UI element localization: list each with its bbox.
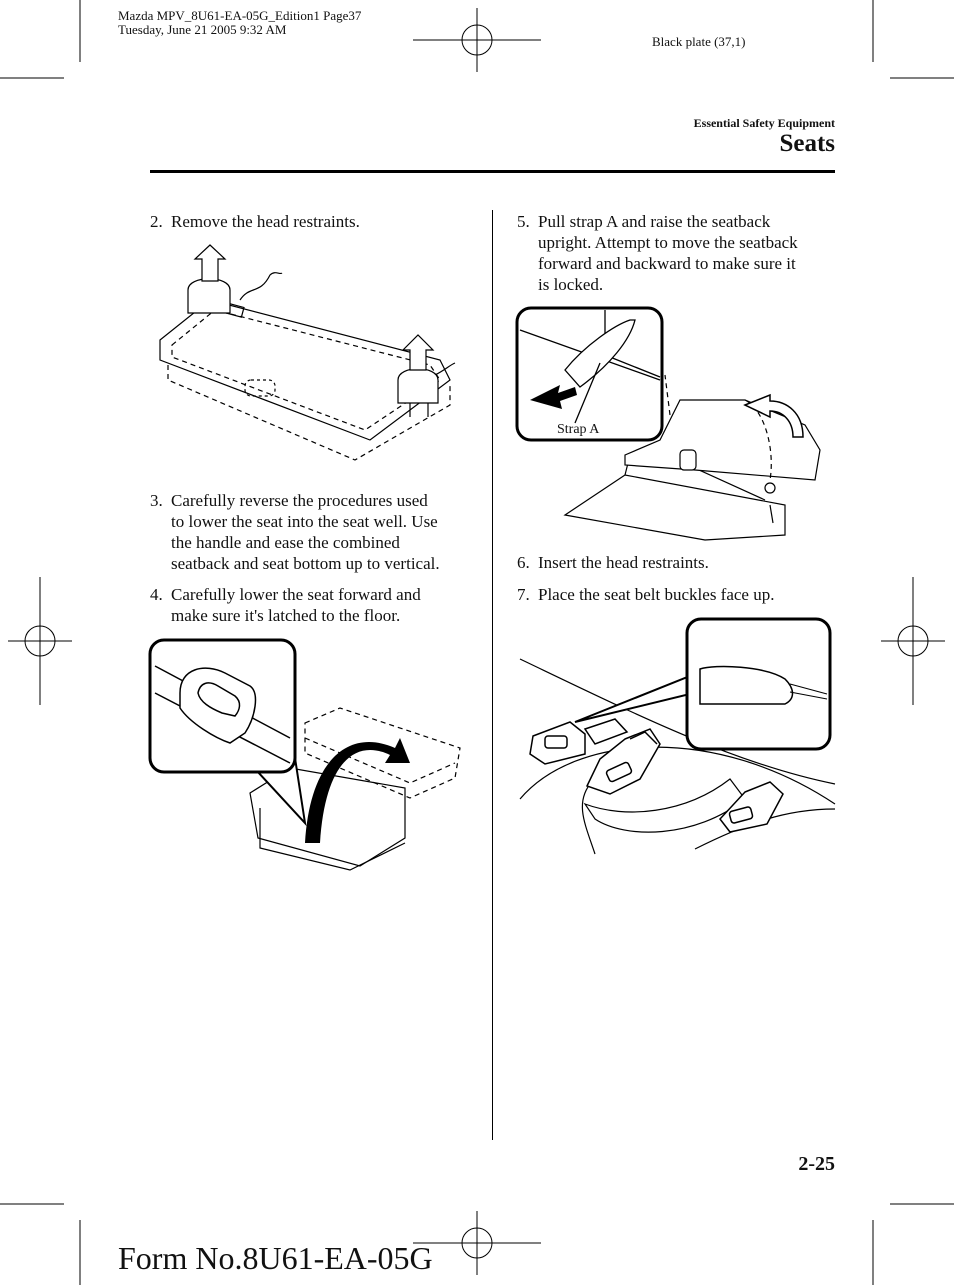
step-number: 7. — [517, 585, 530, 604]
step-number: 3. — [150, 491, 163, 510]
buckle-left — [529, 718, 629, 765]
figure-remove-head-restraints — [159, 244, 456, 461]
step-text-line: to lower the seat into the seat well. Us… — [171, 512, 438, 531]
step-text-line: seatback and seat bottom up to vertical. — [171, 554, 440, 573]
step-3: 3. Carefully reverse the procedures used… — [150, 490, 480, 578]
figure-seat-belt-buckles — [519, 617, 836, 855]
step-2: 2. Remove the head restraints. — [150, 211, 480, 233]
buckle-inset — [574, 617, 832, 751]
figure-lower-seat-forward — [148, 638, 461, 871]
step-number: 6. — [517, 553, 530, 572]
step-text-line: Carefully lower the seat forward and — [171, 585, 421, 604]
step-6: 6. Insert the head restraints. — [517, 552, 837, 574]
column-divider — [492, 210, 493, 1140]
print-meta-line-2: Tuesday, June 21 2005 9:32 AM — [118, 22, 287, 37]
headrest-right — [397, 334, 439, 417]
form-number: Form No.8U61-EA-05G — [118, 1240, 433, 1276]
section-heading: Essential Safety Equipment — [693, 116, 835, 130]
step-text-line: Carefully reverse the procedures used — [171, 491, 428, 510]
step-number: 4. — [150, 585, 163, 604]
page-title: Seats — [779, 130, 835, 157]
pull-arrow — [530, 385, 577, 409]
step-4: 4. Carefully lower the seat forward and … — [150, 584, 480, 630]
step-7: 7. Place the seat belt buckles face up. — [517, 584, 837, 606]
plate-label: Black plate (37,1) — [652, 34, 746, 49]
step-text-line: is locked. — [538, 275, 604, 294]
step-text-line: make sure it's latched to the floor. — [171, 606, 401, 625]
page-number: 2-25 — [798, 1153, 835, 1175]
strap-inset — [515, 306, 664, 442]
step-text: Remove the head restraints. — [171, 212, 360, 231]
print-meta-line-1: Mazda MPV_8U61-EA-05G_Edition1 Page37 — [118, 8, 362, 23]
buckle-center — [585, 728, 661, 795]
step-text-line: the handle and ease the combined — [171, 533, 400, 552]
step-5: 5. Pull strap A and raise the seatback u… — [517, 211, 837, 299]
step-text-line: upright. Attempt to move the seatback — [538, 233, 798, 252]
figure-label-strap-a: Strap A — [557, 422, 600, 437]
header-rule — [150, 170, 835, 173]
headrest-left — [187, 244, 231, 314]
buckle-right — [719, 781, 784, 833]
figure-strap-a: Strap A — [515, 306, 821, 541]
rotate-arrow — [305, 738, 410, 843]
step-number: 5. — [517, 212, 530, 231]
step-text: Place the seat belt buckles face up. — [538, 585, 775, 604]
raise-arrow — [743, 393, 804, 438]
step-text-line: forward and backward to make sure it — [538, 254, 796, 273]
step-number: 2. — [150, 212, 163, 231]
step-text: Insert the head restraints. — [538, 553, 709, 572]
latch-inset — [148, 638, 307, 827]
step-text-line: Pull strap A and raise the seatback — [538, 212, 771, 231]
